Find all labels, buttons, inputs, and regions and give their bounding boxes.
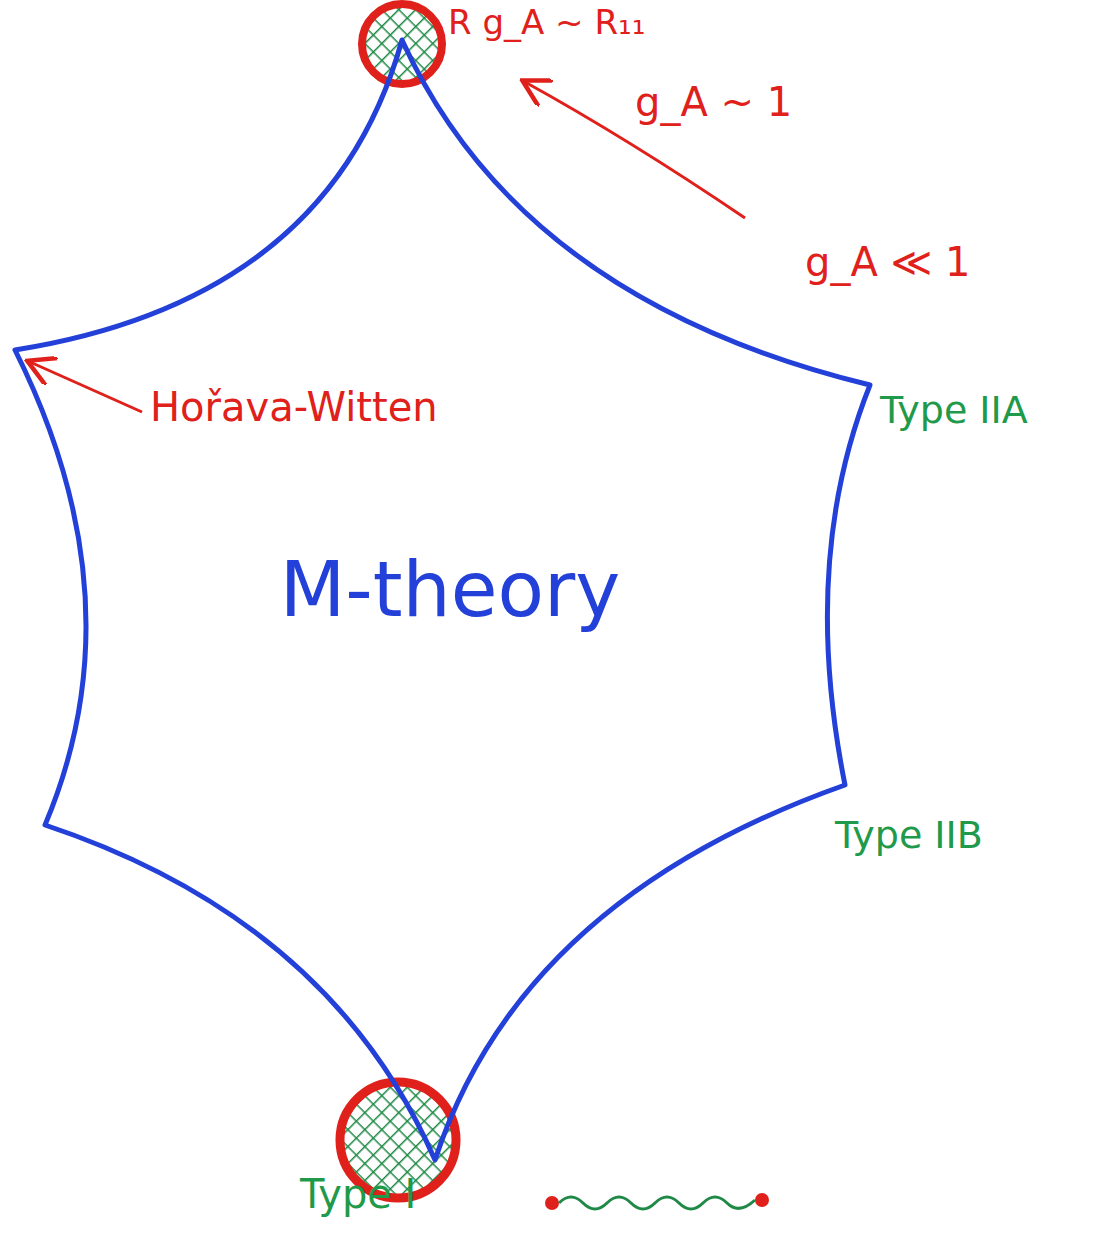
string-end (755, 1193, 769, 1207)
theory-name: M-theory (280, 548, 620, 632)
coupling-label: g_A ≪ 1 (805, 240, 971, 284)
theory-label: Type I (300, 1172, 416, 1216)
string-end (545, 1196, 559, 1210)
theory-hexagon: M-theory (0, 0, 900, 1180)
relation-note: R g_A ~ R₁₁ (448, 4, 645, 41)
coupling-label: g_A ~ 1 (635, 80, 792, 124)
theory-label: Type IIA (880, 390, 1028, 432)
theory-label: Type IIB (835, 815, 983, 857)
open-string (559, 1197, 755, 1209)
pointer-arrow (30, 362, 142, 412)
limit-label: Hořava-Witten (150, 385, 438, 429)
hexagon-path (15, 40, 870, 1160)
